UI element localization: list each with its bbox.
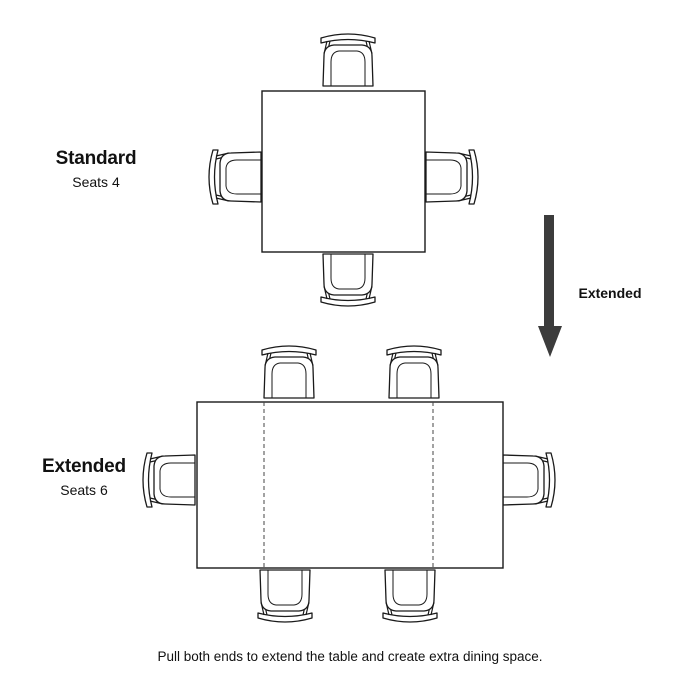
extended-chair-right <box>502 452 556 508</box>
standard-table-group <box>208 33 479 307</box>
extended-chair-bottom-right <box>382 569 438 623</box>
extended-seats: Seats 6 <box>60 482 108 498</box>
extended-chair-top-right <box>386 345 442 399</box>
standard-chair-right <box>425 149 479 205</box>
extend-arrow <box>538 215 562 357</box>
standard-title: Standard <box>55 148 137 169</box>
standard-chair-top <box>320 33 376 87</box>
standard-label: Standard Seats 4 <box>42 148 150 191</box>
extended-chair-bottom-left <box>257 569 313 623</box>
extended-table-group <box>142 345 556 623</box>
arrow-label: Extended <box>578 285 642 301</box>
extended-title: Extended <box>42 456 126 477</box>
standard-chair-bottom <box>320 253 376 307</box>
standard-table <box>261 90 426 253</box>
extended-table <box>196 401 504 569</box>
extended-chair-top-left <box>261 345 317 399</box>
caption: Pull both ends to extend the table and c… <box>157 649 543 664</box>
extended-chair-left <box>142 452 196 508</box>
extended-label: Extended Seats 6 <box>28 456 140 499</box>
standard-chair-left <box>208 149 262 205</box>
standard-seats: Seats 4 <box>72 174 120 190</box>
